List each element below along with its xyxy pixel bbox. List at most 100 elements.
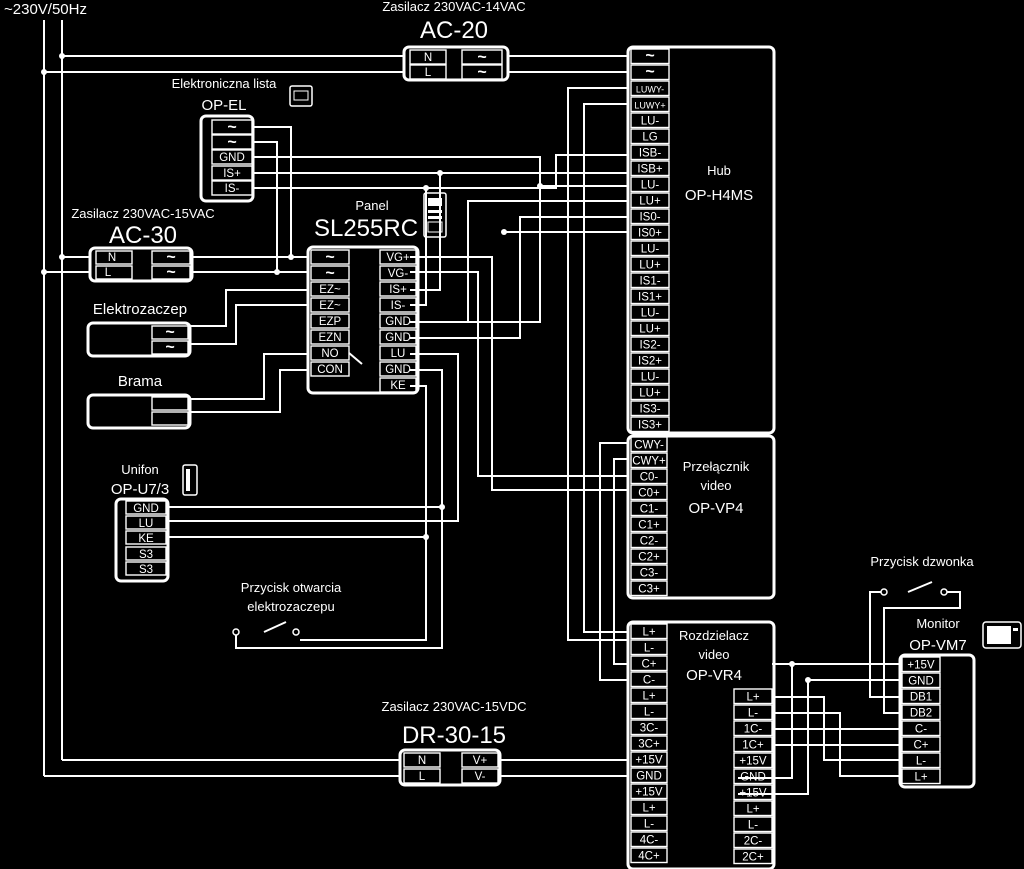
hub-pin-cell: [630, 144, 670, 161]
unifon-pin: S3: [139, 564, 153, 576]
vp4-pin: CWY+: [632, 456, 666, 468]
vp4-pin-cell: [630, 500, 668, 517]
vr4-left-pin-cell: [630, 847, 668, 864]
hub-pin: LU+: [639, 324, 661, 336]
hub-pin: IS3+: [638, 420, 662, 432]
hub-pin: LU+: [639, 196, 661, 208]
panel-right-pin: LU: [391, 348, 406, 360]
vp4-pin-cell: [630, 532, 668, 549]
panel-caption: Panel: [355, 198, 388, 213]
monitor-pin-cell: [901, 768, 941, 785]
ac30-pin: L: [105, 267, 112, 279]
unifon-name: OP-U7/3: [111, 481, 169, 498]
monitor-pin-cell: [901, 720, 941, 737]
vr4-left-pin-cell: [630, 639, 668, 656]
vp4-pin: C3+: [638, 584, 660, 596]
vr4-right-pin: +15V: [739, 788, 767, 800]
opel-caption: Elektroniczna lista: [172, 76, 278, 91]
ac30-out: ~: [166, 249, 175, 266]
vp4-box: [626, 434, 776, 600]
hub-pin-cell: [630, 256, 670, 273]
panel-right-pins: [379, 249, 417, 393]
hub-pin-cell: [630, 320, 670, 337]
unifon-pin: KE: [138, 533, 154, 545]
hub-pin: ~: [645, 48, 654, 65]
button-lock-label-1: Przycisk otwarcia: [241, 580, 342, 595]
vr4-right-pin-cell: [733, 816, 773, 833]
vr4-right-pin-cell: [733, 752, 773, 769]
vr4-right-pin-cell: [733, 688, 773, 705]
opel-pin: ~: [227, 119, 236, 136]
hub-pin-cell: [630, 96, 670, 113]
bell-caption: Przycisk dzwonka: [870, 554, 974, 569]
hub-pin-cell: [630, 240, 670, 257]
vr4-right-pin: 1C+: [742, 740, 764, 752]
vp4-pin-cell: [630, 564, 668, 581]
vr4-right-pin: L-: [748, 820, 758, 832]
unifon-pin: LU: [139, 518, 154, 530]
panel-right-pin: GND: [385, 316, 411, 328]
panel-right-pin: IS+: [389, 284, 407, 296]
hub-pin-cell: [630, 192, 670, 209]
hub-pin: IS0-: [639, 212, 660, 224]
unifon-caption: Unifon: [121, 462, 159, 477]
hub-pin: LU-: [641, 116, 660, 128]
vr4-left-pin-cell: [630, 671, 668, 688]
hub-pin: LU+: [639, 260, 661, 272]
vr4-left-pin: C-: [643, 675, 655, 687]
monitor-pin-cell: [901, 736, 941, 753]
hub-caption: Hub: [707, 163, 731, 178]
ac20-name: AC-20: [420, 17, 488, 44]
dr30-caption: Zasilacz 230VAC-15VDC: [382, 699, 527, 714]
vp4-pin: C2+: [638, 552, 660, 564]
wire-button-1: [300, 537, 427, 641]
wire-gate-2: [190, 369, 308, 413]
wires: [43, 20, 961, 795]
panel-relay-symbol: [348, 352, 363, 365]
panel-name: SL255RC: [314, 215, 418, 242]
mains-label: ~230V/50Hz: [4, 1, 87, 18]
ac20-box: [402, 45, 510, 82]
gate-box: [86, 393, 192, 430]
opel-pin: GND: [219, 152, 245, 164]
wire-button-2: [235, 507, 443, 649]
vr4-right-pin: GND: [740, 772, 766, 784]
unifon-pin: S3: [139, 549, 153, 561]
hub-pin-cell: [630, 368, 670, 385]
hub-pin: LUWY+: [634, 101, 665, 111]
vr4-right-pin: 2C+: [742, 852, 764, 864]
hub-pin: LUWY-: [636, 85, 664, 95]
wire-hub-isb-minus: [426, 154, 628, 189]
monitor-caption: Monitor: [916, 616, 960, 631]
ac30-pin: N: [108, 252, 116, 264]
vr4-right-pin: 1C-: [744, 724, 763, 736]
opel-pin: ~: [227, 134, 236, 151]
panel-left-pin: NO: [321, 348, 338, 360]
hub-name: OP-H4MS: [685, 187, 753, 204]
monitor-device-icon: [982, 621, 1022, 649]
wire-cwy-plus: [613, 458, 628, 665]
vr4-left-pin: 4C-: [640, 835, 659, 847]
hub-pin: LU-: [641, 244, 660, 256]
hub-box: [626, 45, 776, 435]
panel-left-pin: CON: [317, 364, 343, 376]
panel-device-icon: [423, 192, 447, 238]
vr4-left-pin-cell: [630, 783, 668, 800]
hub-pin: LG: [642, 132, 657, 144]
vp4-caption-2: video: [700, 478, 731, 493]
vr4-right-pin: 2C-: [744, 836, 763, 848]
vr4-left-pin: L+: [642, 627, 655, 639]
unifon-pins: [125, 500, 167, 576]
vr4-box: [626, 620, 776, 869]
panel-right-pin: KE: [390, 380, 406, 392]
hub-pin: LU+: [639, 388, 661, 400]
opel-pin: IS+: [223, 168, 241, 180]
vr4-left-pin-cell: [630, 655, 668, 672]
vr4-left-pin-cell: [630, 735, 668, 752]
wire-luwy-plus: [583, 103, 628, 633]
wire-hub-lu-plus: [410, 200, 628, 323]
vp4-pin-cell: [630, 452, 668, 469]
